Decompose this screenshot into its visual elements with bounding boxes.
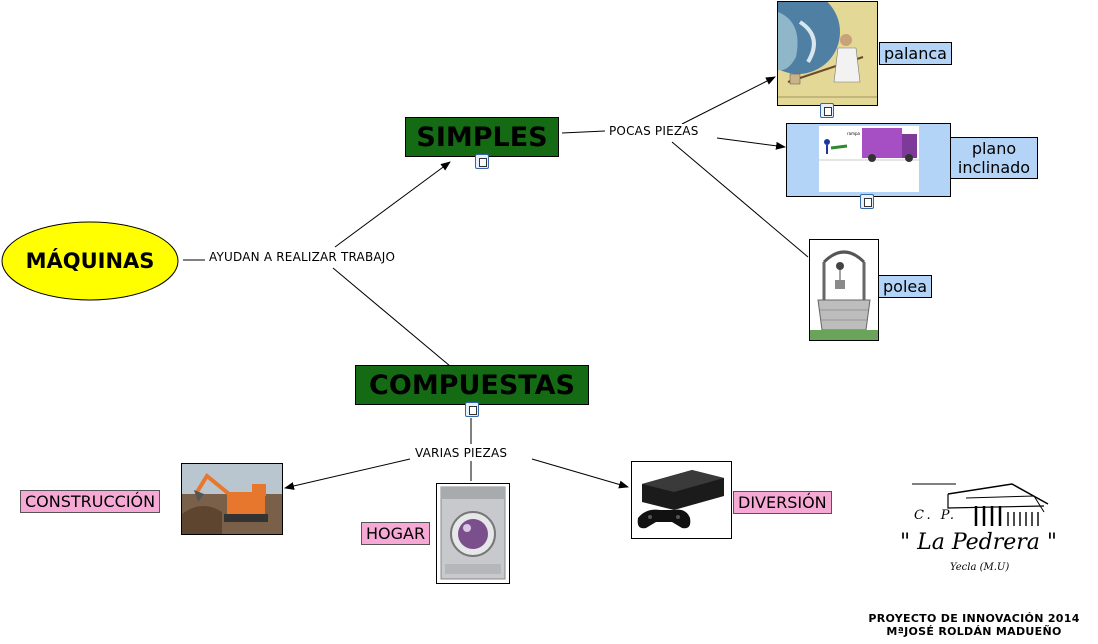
tag-hogar: HOGAR — [361, 522, 431, 545]
concept-compuestas-label: COMPUESTAS — [369, 369, 575, 401]
link-label-ayudan: AYUDAN A REALIZAR TRABAJO — [207, 250, 398, 264]
hogar-image[interactable] — [436, 483, 510, 584]
main-concept-node[interactable]: MÁQUINAS — [0, 220, 180, 302]
washing-machine-illustration — [437, 484, 509, 583]
excavator-illustration — [182, 464, 282, 534]
tag-plano-inclinado-label: plano inclinado — [957, 139, 1031, 177]
tag-palanca: palanca — [879, 42, 952, 65]
svg-text:rampa: rampa — [847, 131, 861, 136]
plano-inclinado-image[interactable]: rampa — [786, 123, 951, 197]
concept-compuestas[interactable]: COMPUESTAS — [355, 365, 589, 405]
main-concept-label: MÁQUINAS — [25, 249, 155, 273]
document-icon[interactable] — [860, 194, 874, 209]
palanca-image[interactable] — [777, 1, 878, 106]
inclined-plane-illustration: rampa — [787, 124, 950, 196]
footer-project: PROYECTO DE INNOVACIÓN 2014 — [868, 612, 1080, 625]
footer-author: MªJOSÉ ROLDÁN MADUEÑO — [886, 625, 1062, 638]
link-label-pocas-piezas: POCAS PIEZAS — [607, 124, 701, 138]
polea-image[interactable] — [809, 239, 879, 341]
game-console-illustration — [632, 462, 731, 538]
tag-diversion: DIVERSIÓN — [733, 491, 832, 514]
concept-simples-label: SIMPLES — [416, 121, 548, 153]
document-icon[interactable] — [820, 103, 834, 118]
tag-polea: polea — [878, 275, 933, 298]
main-concept-ellipse — [1, 221, 179, 301]
link-label-varias-piezas: VARIAS PIEZAS — [413, 446, 510, 460]
lever-illustration — [778, 2, 877, 105]
document-icon[interactable] — [465, 402, 479, 417]
tag-plano-inclinado: plano inclinado — [950, 137, 1038, 179]
tag-construccion: CONSTRUCCIÓN — [20, 490, 161, 513]
logo-initials: C. P. — [914, 508, 957, 523]
construccion-image[interactable] — [181, 463, 283, 535]
footer-credits: PROYECTO DE INNOVACIÓN 2014 MªJOSÉ ROLDÁ… — [850, 612, 1098, 638]
logo-school-name: " La Pedrera " — [900, 530, 1058, 555]
school-building-drawing — [912, 483, 1049, 526]
concept-simples[interactable]: SIMPLES — [405, 117, 559, 157]
document-icon[interactable] — [475, 154, 489, 169]
pulley-well-illustration — [810, 240, 878, 340]
diversion-image[interactable] — [631, 461, 732, 539]
logo-town: Yecla (M.U) — [950, 562, 1010, 573]
school-logo: C. P. " La Pedrera " Yecla (M.U) — [896, 472, 1074, 582]
